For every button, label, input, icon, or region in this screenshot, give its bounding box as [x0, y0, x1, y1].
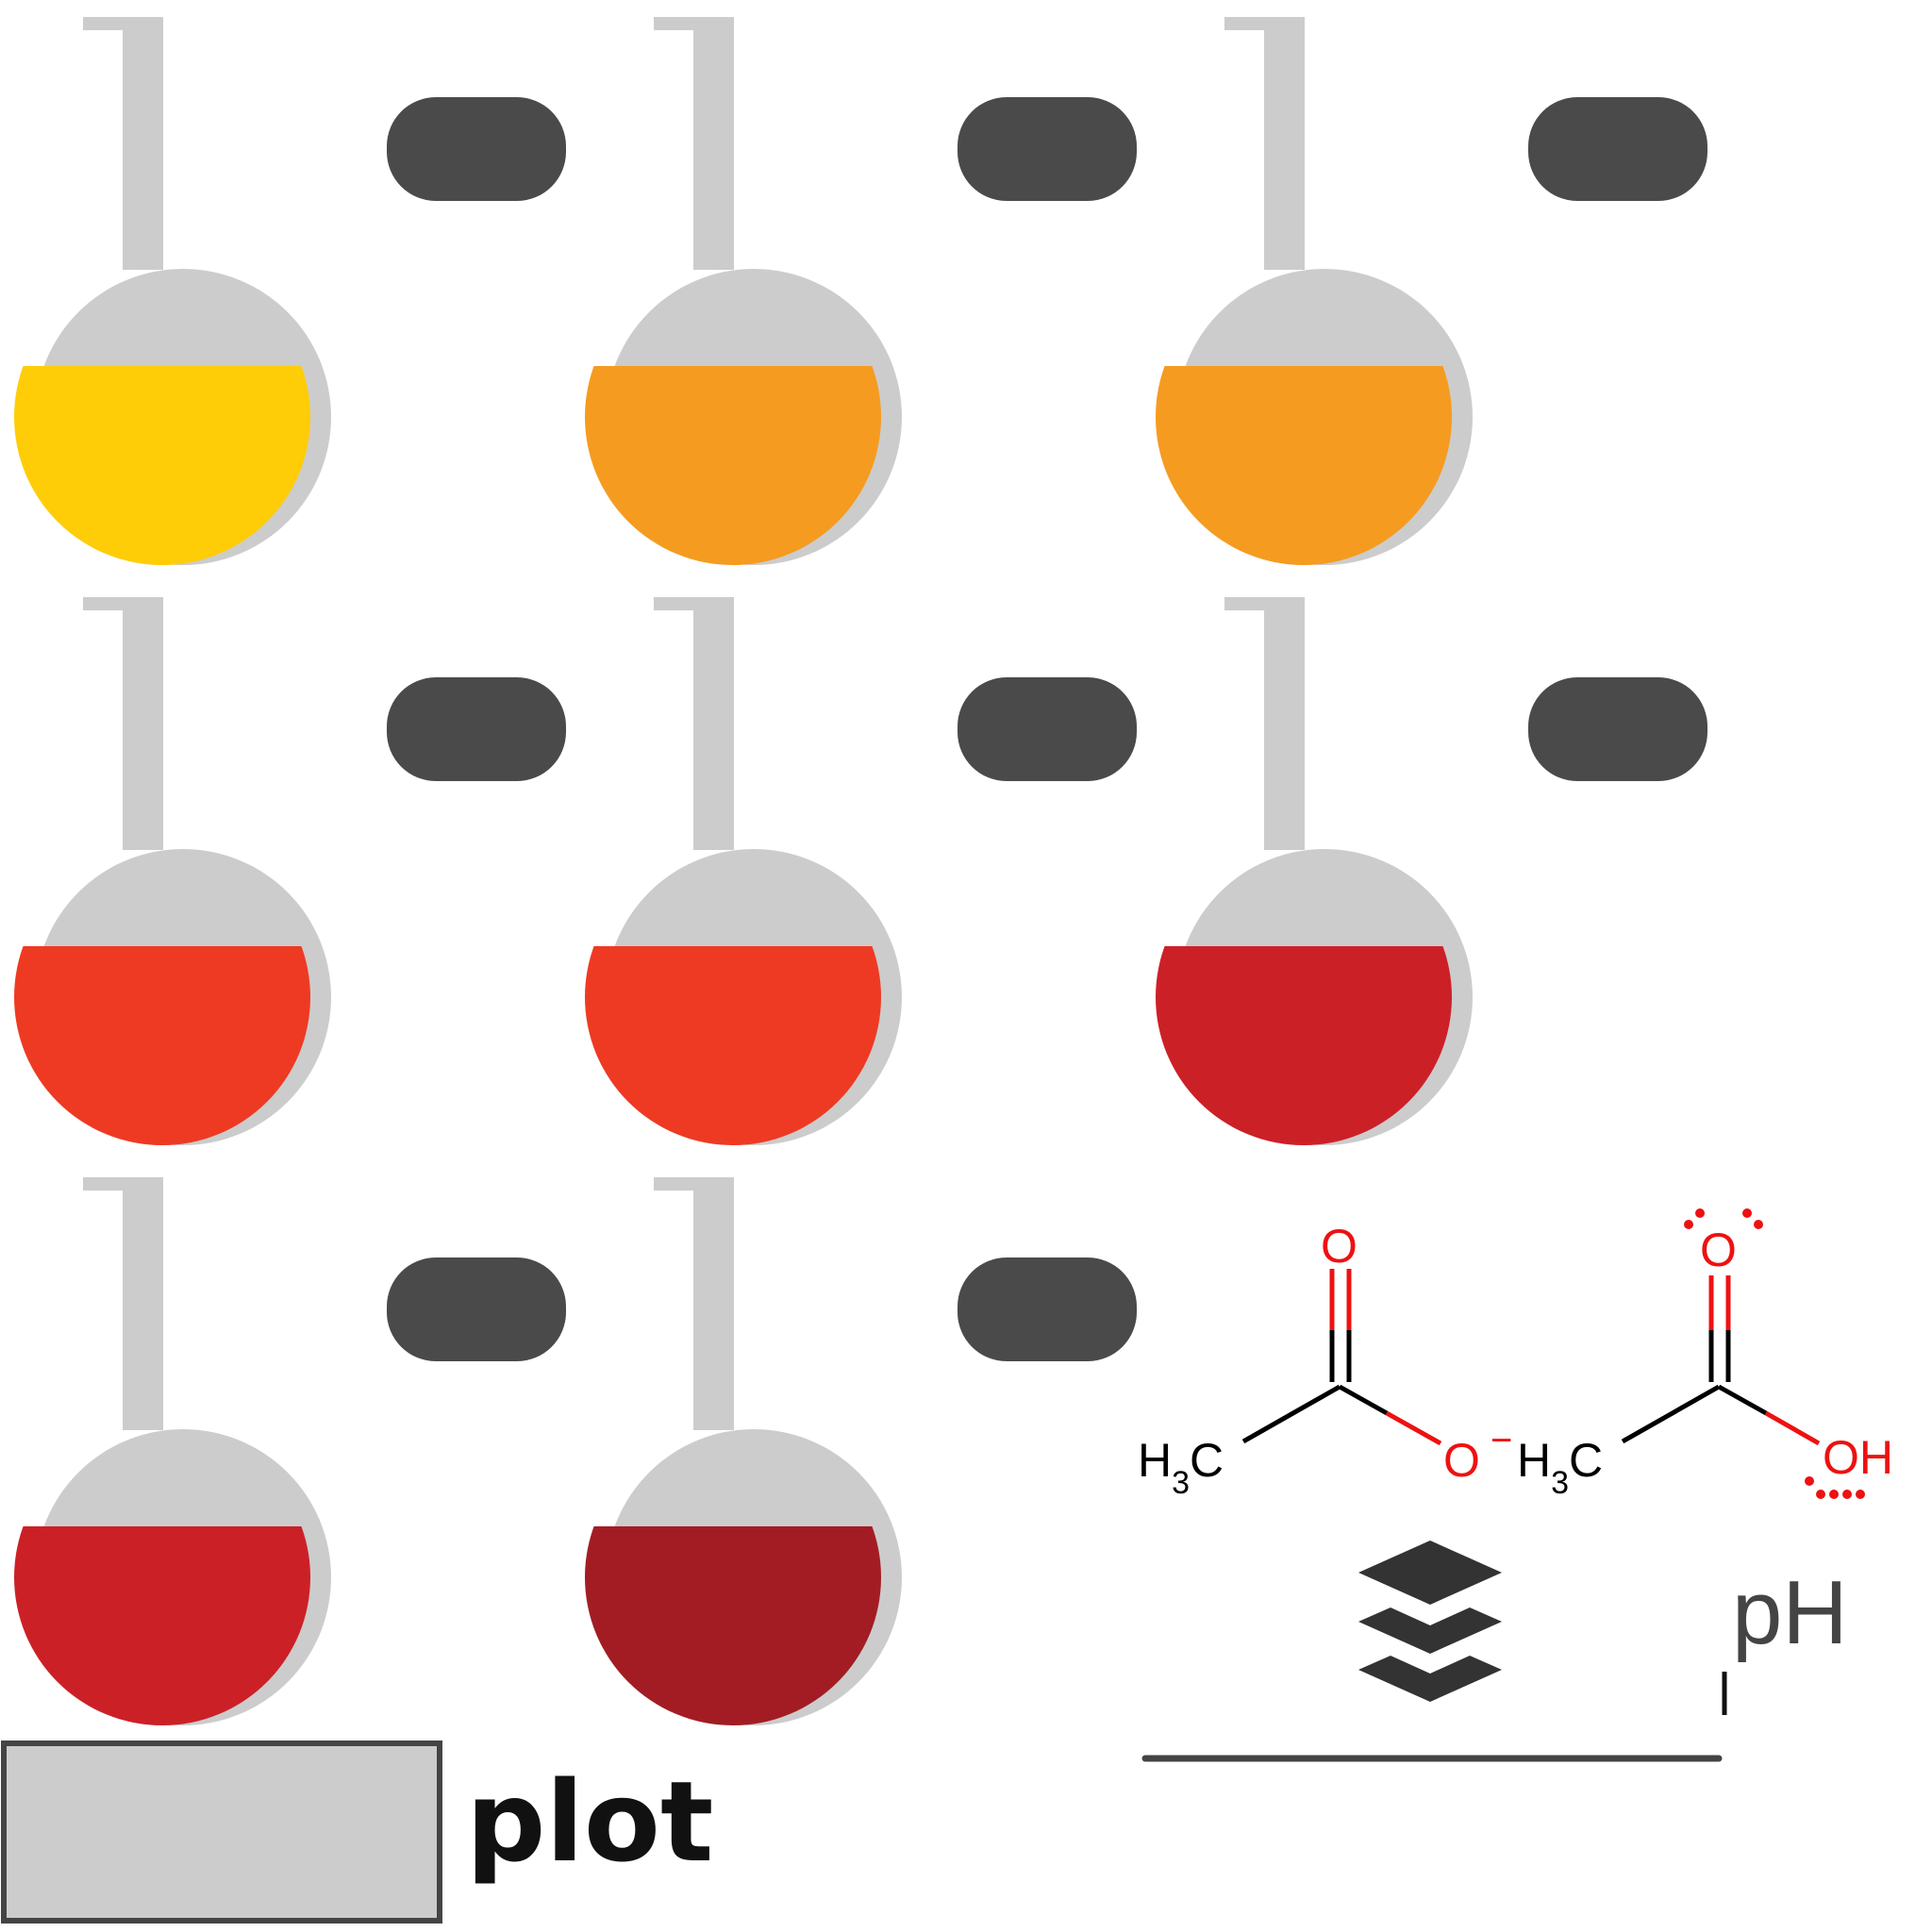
acid-methyl-c: C: [1569, 1434, 1603, 1487]
flask-neck: [1224, 597, 1305, 850]
flask-neck: [83, 17, 163, 270]
flask: [1156, 597, 1473, 1145]
lone-pair-dots: [1684, 1208, 1865, 1499]
flask: [585, 17, 902, 565]
acid-methyl-sub: 3: [1551, 1465, 1569, 1501]
ph-label: pH: [1732, 1562, 1848, 1663]
plot-button[interactable]: plot: [1, 1740, 713, 1924]
ph-slider[interactable]: pH: [1141, 1562, 1848, 1762]
acid-methyl-h: H: [1517, 1434, 1551, 1487]
flask-toggle-pill[interactable]: [1528, 677, 1707, 781]
flask-toggle-pill[interactable]: [958, 97, 1137, 201]
acetate-methyl-h: H: [1138, 1434, 1172, 1487]
acid-carbonyl-o: O: [1700, 1224, 1737, 1276]
flask-liquid: [1156, 946, 1452, 1145]
acetate-charge: −: [1491, 1420, 1512, 1461]
flask-neck: [83, 597, 163, 850]
flask-liquid: [14, 1526, 310, 1725]
acetate-molecule: H3C O O −: [1138, 1220, 1512, 1501]
flask-toggle-pill[interactable]: [387, 1257, 566, 1361]
flask-liquid: [1156, 366, 1452, 565]
flask: [1156, 17, 1473, 565]
flask: [585, 1177, 902, 1725]
acetate-anion-o: O: [1443, 1434, 1480, 1487]
flask-liquid: [14, 946, 310, 1145]
flask: [14, 597, 331, 1145]
flask-neck: [83, 1177, 163, 1430]
flask-toggle-pill[interactable]: [958, 677, 1137, 781]
plot-label: plot: [466, 1757, 713, 1887]
acetic-acid-molecule: H3C O OH: [1517, 1208, 1893, 1501]
acetate-carbonyl-o: O: [1321, 1220, 1357, 1273]
flask-toggle-pill[interactable]: [387, 97, 566, 201]
flask: [14, 17, 331, 565]
flask-neck: [654, 17, 734, 270]
flask-liquid: [585, 946, 881, 1145]
acetate-methyl-sub: 3: [1172, 1465, 1190, 1501]
flask-liquid: [585, 1526, 881, 1725]
flask-toggle-pill[interactable]: [958, 1257, 1137, 1361]
flask-neck: [654, 597, 734, 850]
flask-toggle-pill[interactable]: [387, 677, 566, 781]
flask-toggle-pill[interactable]: [1528, 97, 1707, 201]
flask-neck: [654, 1177, 734, 1430]
flask: [14, 1177, 331, 1725]
flask-neck: [1224, 17, 1305, 270]
flask-liquid: [585, 366, 881, 565]
acid-hydroxyl: OH: [1823, 1431, 1893, 1484]
svg-text:H3C: H3C: [1138, 1434, 1224, 1501]
flask: [585, 597, 902, 1145]
svg-text:H3C: H3C: [1517, 1434, 1603, 1501]
acetate-methyl-c: C: [1190, 1434, 1224, 1487]
flask-liquid: [14, 366, 310, 565]
layers-icon[interactable]: [1358, 1541, 1502, 1702]
